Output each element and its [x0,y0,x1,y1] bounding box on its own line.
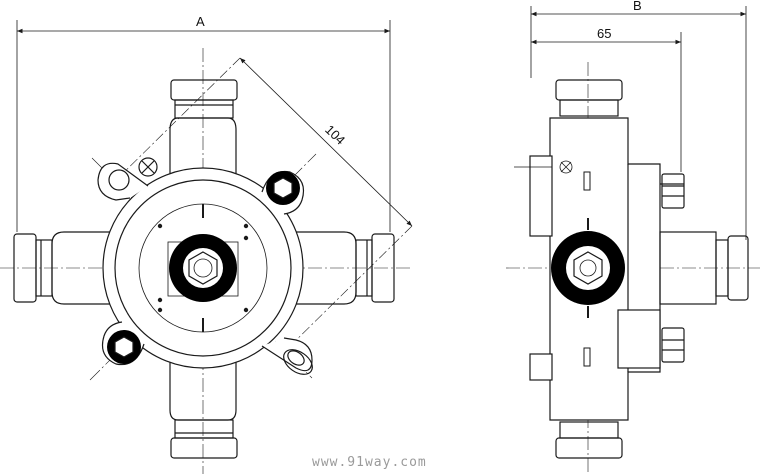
left-entry [13,231,112,305]
front-view [0,20,413,474]
center-nut [169,234,237,302]
bolt-bottom-left [107,330,141,364]
dimension-65 [531,32,682,172]
bottom-entry [169,358,238,459]
dimension-104 [109,57,413,355]
dimension-b-label: B [633,0,642,13]
side-view [506,6,760,474]
top-entry [169,79,238,180]
right-entry [296,231,395,305]
dimension-104-label: 104 [322,122,348,148]
dimension-a-label: A [196,14,205,29]
watermark-text: www.91way.com [312,455,427,470]
side-center-nut [551,231,625,305]
bolt-top-right [266,171,300,205]
dimension-65-label: 65 [597,26,611,41]
